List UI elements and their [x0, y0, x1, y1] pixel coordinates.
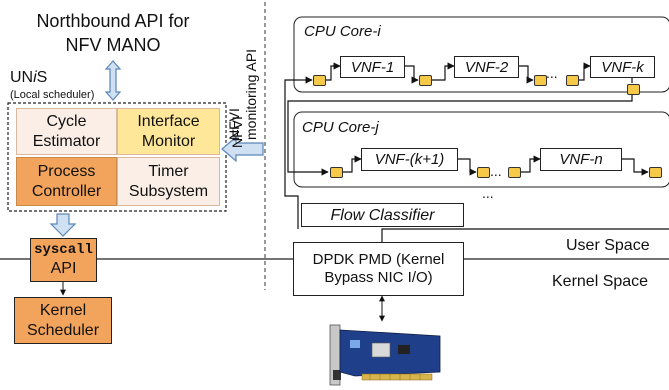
- northbound-label: Northbound API for: [36, 11, 190, 31]
- vnf-1-box: VNF-1: [340, 56, 405, 78]
- queue-icon: [330, 167, 343, 178]
- unis-subtitle: (Local scheduler): [10, 89, 95, 101]
- queue-icon: [627, 84, 640, 95]
- unis-down-arrow: [49, 213, 77, 237]
- core-j-ellipsis: ...: [490, 163, 502, 179]
- unis-container: [7, 102, 227, 212]
- syscall-api: syscall API: [30, 238, 97, 282]
- unis-title: UNiS: [10, 69, 48, 86]
- kernel-space-label: Kernel Space: [552, 273, 649, 290]
- vnf-n-box: VNF-n: [540, 148, 622, 171]
- queue-icon: [313, 75, 326, 86]
- northbound-double-arrow: [104, 60, 122, 101]
- core-j-container: [293, 111, 669, 188]
- vnf-k-box: VNF-k: [590, 56, 655, 78]
- flow-classifier: Flow Classifier: [301, 203, 464, 227]
- queue-icon: [649, 167, 662, 178]
- queue-icon: [566, 75, 579, 86]
- core-j-below-ellipsis: ...: [482, 185, 494, 201]
- queue-icon: [419, 75, 432, 86]
- core-i-title: CPU Core-i: [304, 23, 381, 40]
- northbound-label-2: NFV MANO: [65, 35, 161, 55]
- nfvi-left-arrow: [221, 135, 264, 163]
- vnf-2-box: VNF-2: [454, 56, 519, 78]
- queue-icon: [534, 75, 547, 86]
- core-j-title: CPU Core-j: [302, 119, 379, 136]
- user-space-label: User Space: [566, 237, 650, 254]
- core-i-container: [293, 16, 669, 93]
- core-i-ellipsis: ...: [546, 65, 558, 81]
- queue-icon: [508, 167, 521, 178]
- vnf-k1-box: VNF-(k+1): [361, 148, 458, 171]
- queue-icon: [477, 167, 490, 178]
